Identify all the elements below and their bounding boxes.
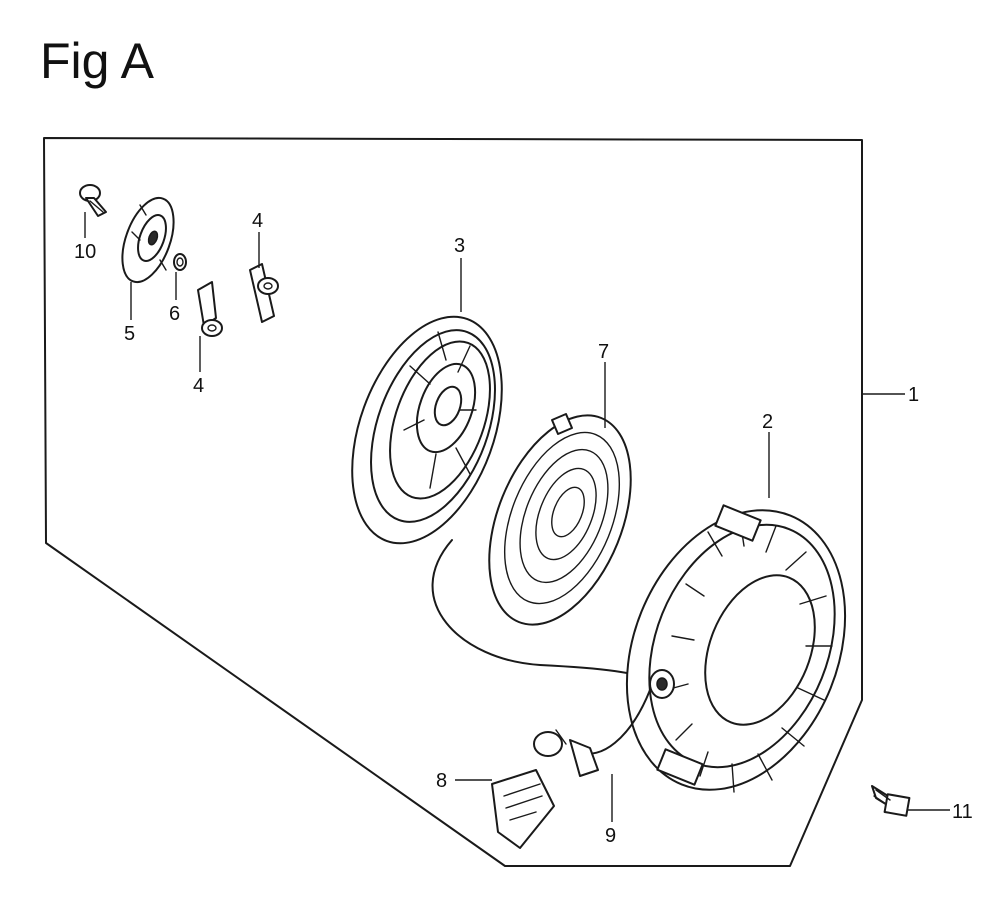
reel-part-3 [351,315,503,545]
starter-grip-part-8 [491,731,563,849]
friction-plate-part-5 [121,196,175,284]
callout-1: 1 [908,384,919,406]
spring-part-6 [173,253,187,271]
screw-part-10 [79,184,107,217]
callout-2: 2 [762,411,773,433]
callout-7: 7 [598,341,609,363]
recoil-spring-part-7 [488,413,632,626]
callout-3: 3 [454,235,465,257]
callout-11: 11 [952,801,973,823]
figure-title: Fig A [40,33,155,89]
callout-8: 8 [436,770,447,792]
starter-case-part-2 [625,504,847,793]
leader-lines [84,212,950,822]
ratchet-part-4-lower [197,281,223,337]
callout-4-bottom: 4 [193,375,204,397]
callout-4-top: 4 [252,210,263,232]
callout-9: 9 [605,825,616,847]
rope-knob-part-9 [555,729,599,777]
callout-10: 10 [74,241,96,263]
bolt-part-11 [871,785,911,817]
callout-5: 5 [124,323,135,345]
assembly-boundary [43,137,863,867]
ratchet-part-4-upper [249,263,279,323]
callout-6: 6 [169,303,180,325]
